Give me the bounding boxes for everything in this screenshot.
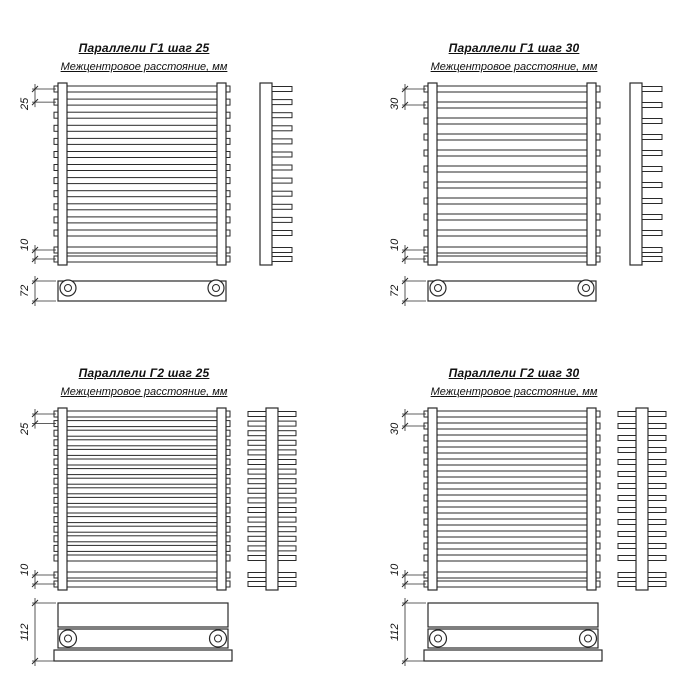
dim-gap-label: 10 bbox=[19, 238, 31, 252]
radiator-drawing-g2-30 bbox=[401, 407, 667, 666]
panel-title: Параллели Г2 шаг 30 bbox=[448, 366, 580, 380]
front-view bbox=[423, 407, 601, 591]
dim-step-label: 25 bbox=[19, 97, 31, 111]
dim-base-label: 112 bbox=[19, 623, 31, 641]
panel-subtitle: Межцентровое расстояние, мм bbox=[60, 386, 228, 398]
dimension-lines bbox=[31, 84, 56, 306]
front-view bbox=[53, 82, 231, 266]
panel-title: Параллели Г1 шаг 30 bbox=[448, 41, 580, 55]
front-view bbox=[53, 407, 231, 591]
bottom-view bbox=[57, 279, 227, 302]
bottom-view bbox=[427, 279, 597, 302]
dim-base-label: 112 bbox=[389, 623, 401, 641]
side-view bbox=[617, 407, 667, 591]
dim-step-label: 30 bbox=[389, 97, 401, 111]
panel-subtitle: Межцентровое расстояние, мм bbox=[430, 61, 598, 73]
panel-subtitle: Межцентровое расстояние, мм bbox=[60, 61, 228, 73]
panel-title: Параллели Г2 шаг 25 bbox=[78, 366, 210, 380]
dim-gap-label: 10 bbox=[389, 563, 401, 577]
radiator-drawing-g2-25 bbox=[31, 407, 297, 666]
panel-subtitle: Межцентровое расстояние, мм bbox=[430, 386, 598, 398]
dim-base-label: 72 bbox=[389, 284, 401, 298]
radiator-drawing-g1-30 bbox=[401, 82, 663, 306]
radiator-drawing-g1-25 bbox=[31, 82, 293, 306]
dim-gap-label: 10 bbox=[19, 563, 31, 577]
bottom-view bbox=[53, 602, 233, 662]
panel-g1-step25: Параллели Г1 шаг 25 Межцентровое расстоя… bbox=[19, 40, 310, 352]
panel-g2-step25: Параллели Г2 шаг 25 Межцентровое расстоя… bbox=[19, 365, 310, 677]
dim-step-label: 30 bbox=[389, 422, 401, 436]
panel-title: Параллели Г1 шаг 25 bbox=[78, 41, 210, 55]
side-view bbox=[629, 82, 663, 266]
dim-step-label: 25 bbox=[19, 422, 31, 436]
dimension-lines bbox=[401, 409, 426, 666]
side-view bbox=[247, 407, 297, 591]
dimension-lines bbox=[401, 84, 426, 306]
panel-g2-step30: Параллели Г2 шаг 30 Межцентровое расстоя… bbox=[389, 365, 680, 677]
front-view bbox=[423, 82, 601, 266]
dimension-lines bbox=[31, 409, 56, 666]
bottom-view bbox=[423, 602, 603, 662]
side-view bbox=[259, 82, 293, 266]
dim-gap-label: 10 bbox=[389, 238, 401, 252]
panel-g1-step30: Параллели Г1 шаг 30 Межцентровое расстоя… bbox=[389, 40, 680, 352]
dim-base-label: 72 bbox=[19, 284, 31, 298]
